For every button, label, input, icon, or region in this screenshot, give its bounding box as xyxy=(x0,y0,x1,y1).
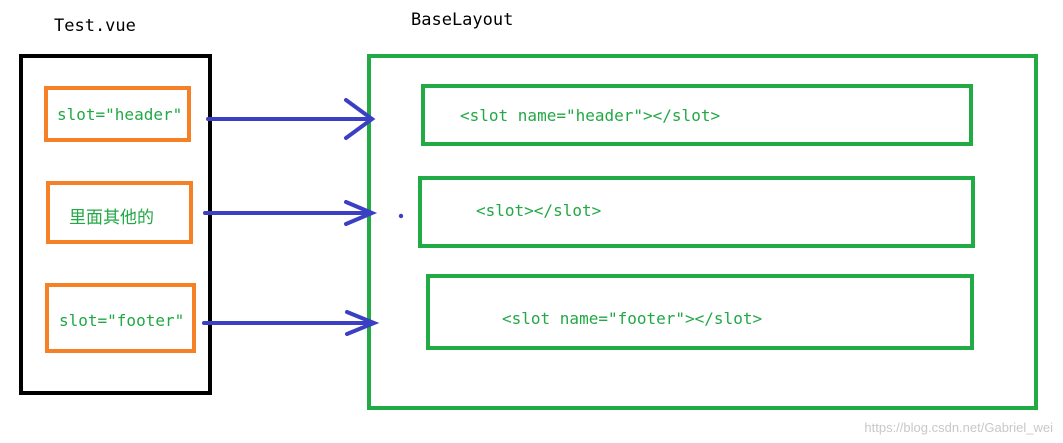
dot-mark xyxy=(398,213,404,219)
baselayout-box xyxy=(367,54,1038,410)
test-vue-title: Test.vue xyxy=(54,16,136,36)
footer-slot-definition: <slot name="footer"></slot> xyxy=(426,274,974,350)
header-slot-code: <slot name="header"></slot> xyxy=(460,106,721,125)
default-arrow xyxy=(203,200,378,226)
watermark-text: https://blog.csdn.net/Gabriel_wei xyxy=(864,420,1053,435)
default-slot-code: <slot></slot> xyxy=(476,201,602,220)
footer-slot-usage: slot="footer" xyxy=(45,283,196,353)
default-content-usage: 里面其他的 xyxy=(46,181,193,244)
header-slot-usage: slot="header" xyxy=(44,86,191,142)
footer-slot-label: slot="footer" xyxy=(59,311,185,330)
baselayout-title: BaseLayout xyxy=(411,10,514,30)
footer-slot-code: <slot name="footer"></slot> xyxy=(502,309,763,328)
header-slot-label: slot="header" xyxy=(57,105,183,124)
footer-arrow xyxy=(202,310,380,336)
header-arrow xyxy=(206,98,376,140)
default-slot-definition: <slot></slot> xyxy=(418,176,975,248)
test-vue-box xyxy=(19,54,212,395)
header-slot-definition: <slot name="header"></slot> xyxy=(421,84,973,146)
default-content-label: 里面其他的 xyxy=(69,208,154,228)
